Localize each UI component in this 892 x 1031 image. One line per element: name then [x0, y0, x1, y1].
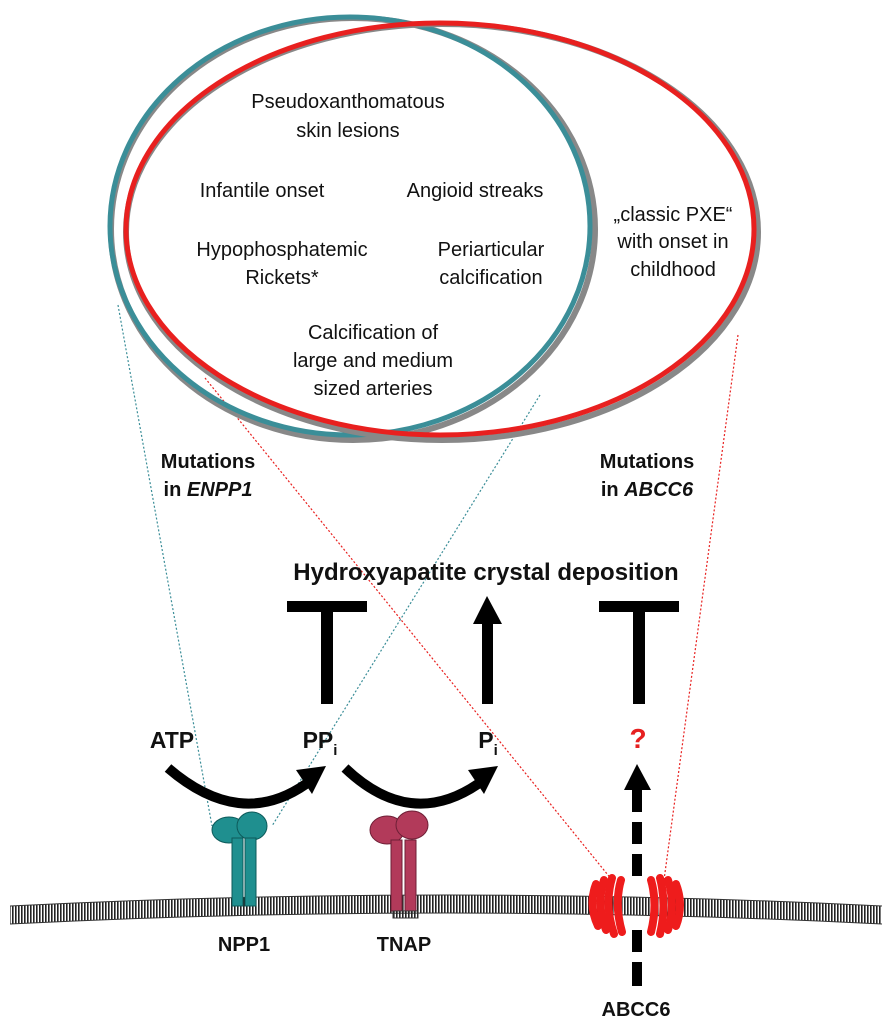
periarticular-line1: Periarticular — [438, 239, 545, 261]
rickets-line1: Hypophosphatemic — [196, 239, 367, 261]
abcc6-label: ABCC6 — [602, 999, 671, 1021]
tnap-label: TNAP — [377, 934, 431, 956]
mutation-labels: Mutations in ENPP1 Mutations in ABCC6 — [161, 451, 694, 501]
skin-lesions-line1: Pseudoxanthomatous — [251, 91, 444, 113]
rickets-line2: Rickets* — [245, 267, 319, 289]
arteries-line2: large and medium — [293, 350, 453, 372]
pi-label: Pi — [478, 727, 498, 759]
ppi-inhibition-symbol — [287, 601, 367, 704]
tnap-protein-icon — [369, 810, 429, 919]
unknown-question-mark: ? — [629, 723, 646, 754]
venn-labels: Pseudoxanthomatous skin lesions Infantil… — [196, 91, 732, 400]
venn-diagram — [107, 14, 761, 443]
pi-base: P — [478, 727, 493, 753]
classic-pxe-line2: with onset in — [616, 231, 728, 253]
ppi-base: PP — [303, 727, 334, 753]
tnap-reaction-arrow — [341, 764, 498, 809]
abcc6-mutations-line1: Mutations — [600, 451, 694, 473]
npp1-protein-icon — [211, 811, 268, 907]
npp1-label: NPP1 — [218, 934, 270, 956]
abcc6-transporter-icon — [588, 874, 684, 938]
hydroxyapatite-title: Hydroxyapatite crystal deposition — [293, 559, 678, 586]
arteries-line3: sized arteries — [314, 378, 433, 400]
classic-pxe-line1: „classic PXE“ — [614, 204, 733, 226]
skin-lesions-line2: skin lesions — [296, 120, 399, 142]
abcc6-ellipse — [123, 20, 757, 438]
pi-subscript: i — [494, 742, 498, 759]
arteries-line1: Calcification of — [308, 322, 439, 344]
periarticular-line2: calcification — [439, 267, 542, 289]
infantile-onset-label: Infantile onset — [200, 180, 325, 202]
abcc6-gene: ABCC6 — [623, 479, 694, 501]
enpp1-ellipse — [107, 14, 593, 438]
abcc6-mutations-line2: in ABCC6 — [601, 479, 694, 501]
ppi-subscript: i — [333, 742, 337, 759]
abcc6-mutations-prefix: in — [601, 479, 624, 501]
cell-membrane — [9, 894, 883, 925]
ppi-label: PPi — [303, 727, 338, 759]
pi-activation-arrow — [473, 596, 502, 704]
enpp1-mutations-line1: Mutations — [161, 451, 255, 473]
enpp1-mutations-line2: in ENPP1 — [164, 479, 253, 501]
npp1-reaction-arrow — [164, 764, 326, 809]
enpp1-left-connector — [117, 304, 213, 827]
atp-label: ATP — [150, 727, 194, 753]
enpp1-gene: ENPP1 — [187, 479, 253, 501]
enpp1-right-connector — [271, 394, 541, 827]
classic-pxe-line3: childhood — [630, 259, 716, 281]
abcc6-transport-arrow — [624, 764, 651, 986]
enpp1-mutations-prefix: in — [164, 479, 187, 501]
angioid-streaks-label: Angioid streaks — [407, 180, 544, 202]
abcc6-inhibition-symbol — [599, 601, 679, 704]
connector-lines — [117, 304, 739, 881]
